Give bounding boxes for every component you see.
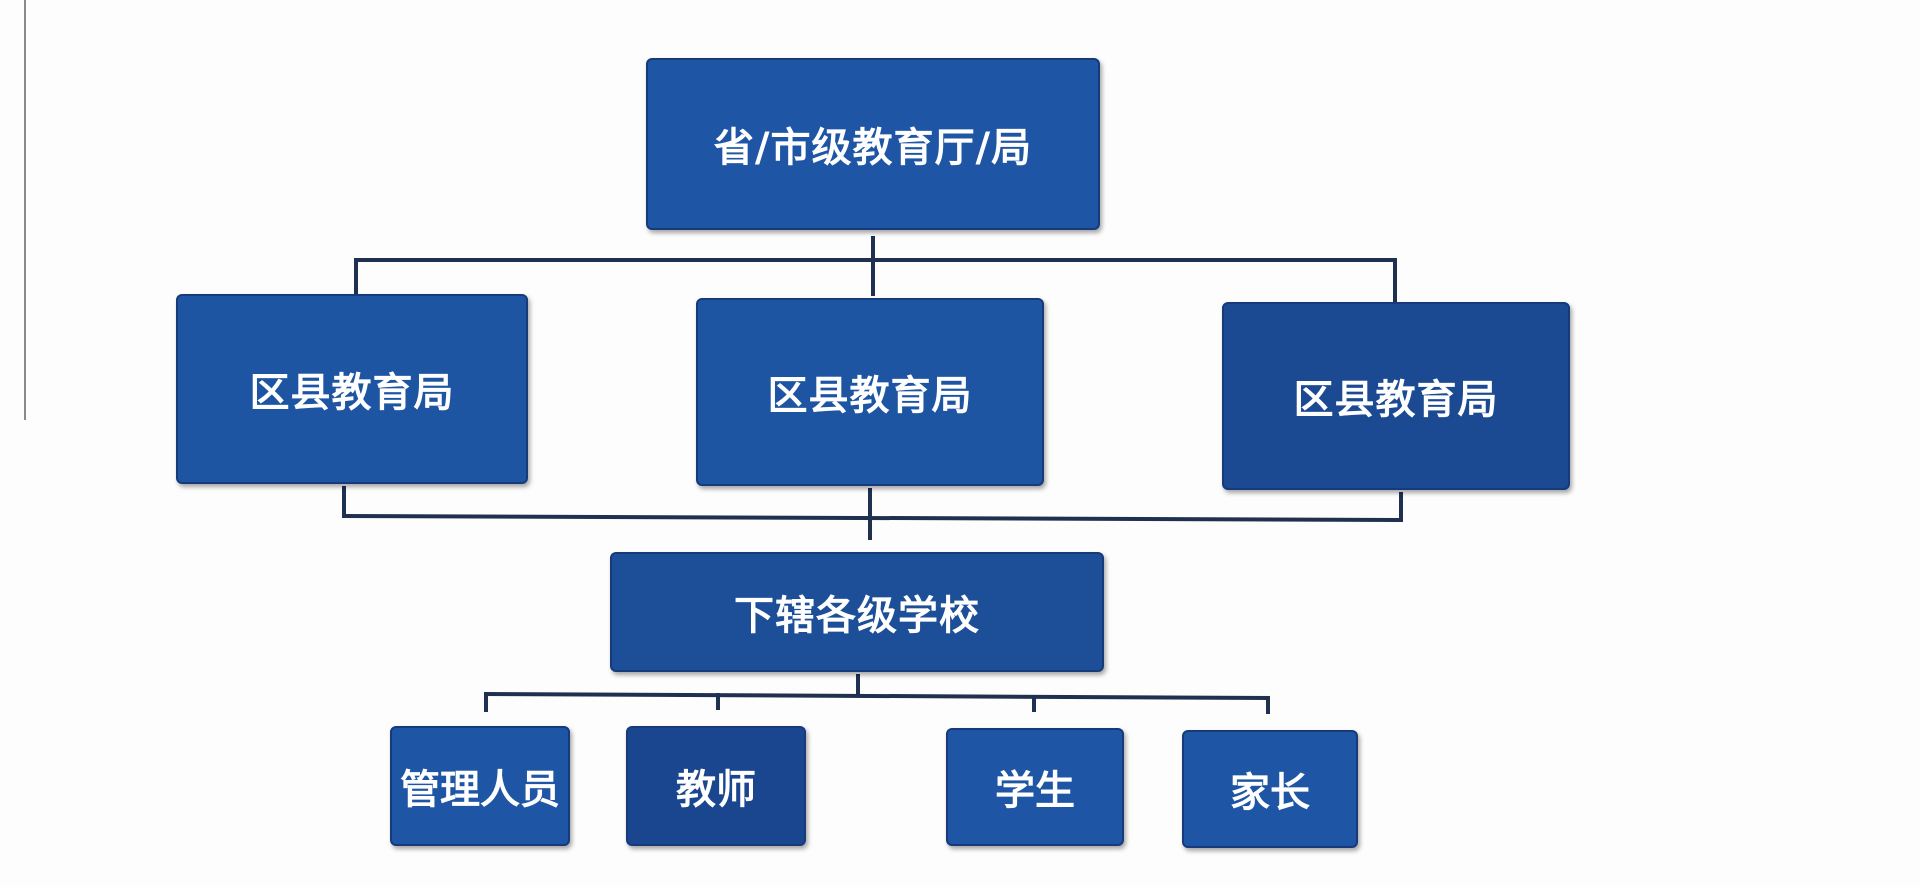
node-district-bureau-1-label: 区县教育局: [249, 370, 455, 416]
node-district-bureau-3-label: 区县教育局: [1293, 377, 1499, 423]
node-role-administrators[interactable]: 管理人员: [390, 726, 570, 846]
node-provincial-bureau-label: 省/市级教育厅/局: [713, 125, 1033, 171]
node-role-administrators-label: 管理人员: [400, 767, 560, 813]
node-role-parents[interactable]: 家长: [1182, 730, 1358, 848]
connector-bottom-bar: [483, 692, 1271, 700]
node-district-bureau-1[interactable]: 区县教育局: [176, 294, 528, 484]
page-edge-line: [24, 0, 26, 420]
node-provincial-bureau[interactable]: 省/市级教育厅/局: [646, 58, 1100, 230]
node-subordinate-schools-label: 下辖各级学校: [734, 593, 980, 639]
node-role-teachers[interactable]: 教师: [626, 726, 806, 846]
node-district-bureau-2[interactable]: 区县教育局: [696, 298, 1044, 486]
node-role-parents-label: 家长: [1230, 770, 1310, 816]
connector-middle-bar: [341, 514, 1404, 522]
node-district-bureau-3[interactable]: 区县教育局: [1222, 302, 1570, 490]
node-role-teachers-label: 教师: [676, 767, 756, 813]
node-role-students-label: 学生: [995, 768, 1075, 814]
node-district-bureau-2-label: 区县教育局: [767, 373, 973, 419]
node-subordinate-schools[interactable]: 下辖各级学校: [610, 552, 1104, 672]
node-role-students[interactable]: 学生: [946, 728, 1124, 846]
